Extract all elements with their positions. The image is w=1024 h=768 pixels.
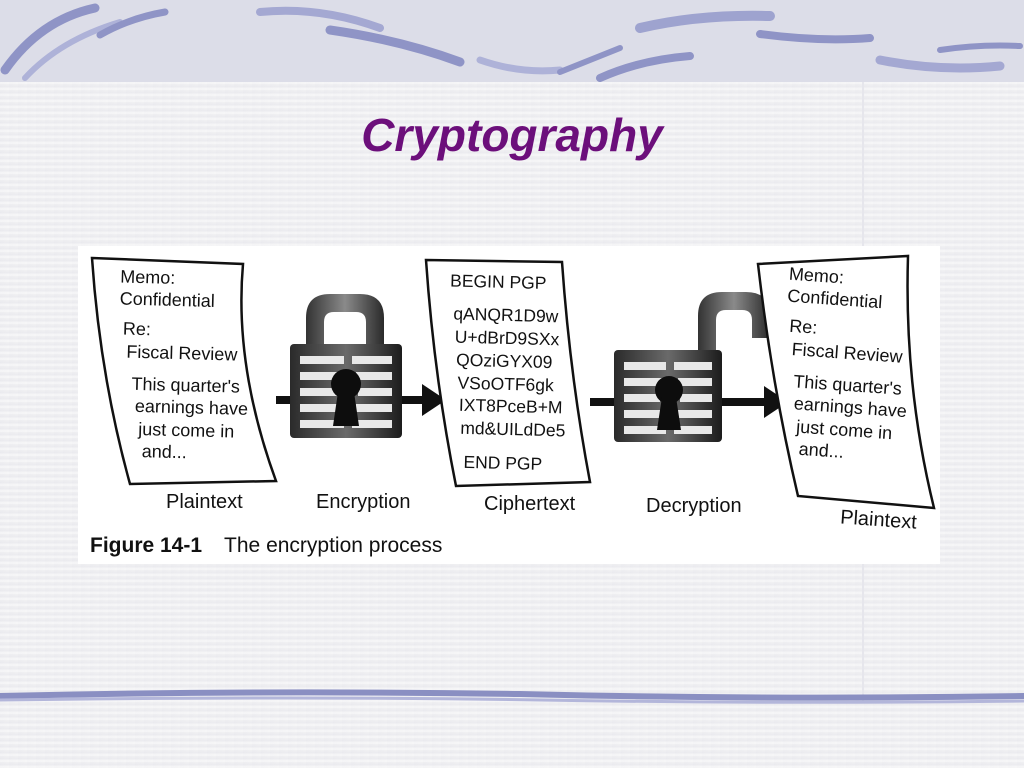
arrow-icon	[590, 386, 788, 418]
decorative-swoosh-footer	[0, 689, 1024, 704]
ciphertext-document: BEGIN PGP qANQR1D9w U+dBrD9SXx QOziGYX09…	[424, 258, 592, 488]
figure-caption: Figure 14-1 The encryption process	[90, 534, 442, 558]
doc-line: just come in	[137, 419, 235, 442]
header-band	[0, 0, 1024, 82]
plaintext-document: Memo: Confidential Re: Fiscal Review Thi…	[90, 256, 278, 486]
doc-line: IXT8PceB+M	[459, 395, 563, 418]
doc-line: Fiscal Review	[126, 342, 239, 365]
doc-line: md&UILdDe5	[460, 418, 566, 441]
decryption-label: Decryption	[646, 495, 742, 517]
decorative-swoosh-header	[0, 3, 1023, 82]
doc-line: and...	[798, 439, 844, 462]
doc-line: VSoOTF6gk	[457, 373, 554, 396]
encryption-figure: Memo: Confidential Re: Fiscal Review Thi…	[78, 246, 940, 564]
doc-line: QOziGYX09	[456, 350, 553, 373]
plaintext-label: Plaintext	[166, 491, 243, 513]
doc-line: Memo:	[788, 264, 844, 288]
ciphertext-label: Ciphertext	[484, 493, 576, 515]
doc-line: Re:	[123, 319, 152, 340]
doc-line: earnings have	[135, 396, 249, 419]
plaintext-document-output: Memo: Confidential Re: Fiscal Review Thi…	[756, 254, 936, 510]
doc-line: This quarter's	[131, 374, 240, 397]
figure-number: Figure 14-1	[90, 534, 203, 557]
unlocked-padlock-icon	[614, 292, 770, 442]
doc-line: Confidential	[119, 288, 215, 310]
doc-line: qANQR1D9w	[453, 304, 559, 327]
doc-line: Re:	[789, 316, 818, 338]
encryption-label: Encryption	[316, 491, 411, 513]
doc-line: U+dBrD9SXx	[454, 327, 559, 350]
locked-padlock-icon	[290, 294, 402, 438]
doc-line: Memo:	[120, 266, 176, 287]
encryption-diagram: Memo: Confidential Re: Fiscal Review Thi…	[90, 254, 936, 534]
figure-caption-text: The encryption process	[224, 534, 443, 557]
plaintext-output-label: Plaintext	[839, 506, 917, 533]
doc-line: END PGP	[463, 452, 542, 474]
doc-line: BEGIN PGP	[450, 270, 547, 293]
doc-line: and...	[141, 441, 187, 462]
slide-title: Cryptography	[361, 109, 663, 161]
